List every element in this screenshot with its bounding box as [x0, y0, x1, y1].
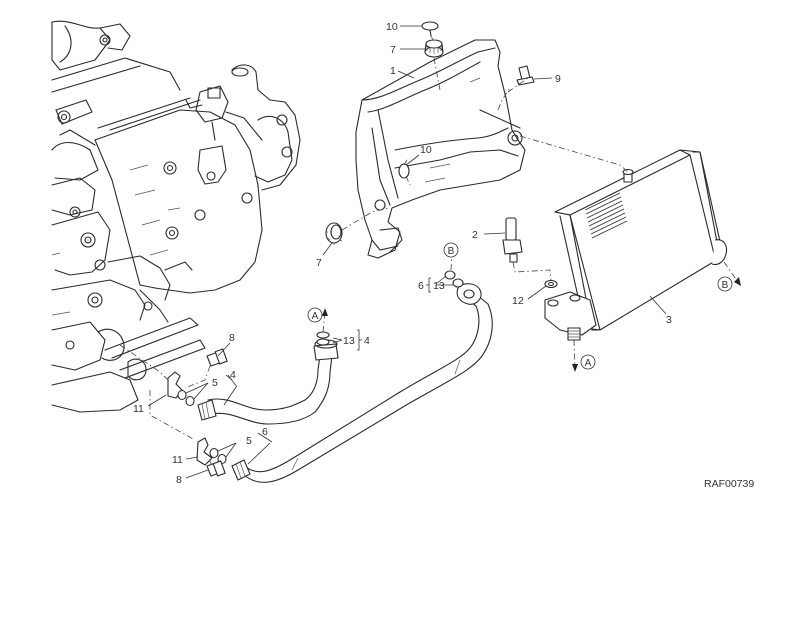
callout-8-lower: 8	[176, 474, 182, 486]
callout-7-left: 7	[316, 257, 322, 269]
bracket-part-1	[355, 39, 526, 259]
connection-marker-a-cooler: A	[580, 354, 596, 370]
svg-text:B: B	[722, 280, 729, 291]
callout-10-mid: 10	[420, 144, 432, 156]
hose-part-6	[231, 283, 493, 483]
screw-part-8-upper	[206, 348, 228, 367]
sensor-part-2	[502, 217, 523, 263]
screw-part-9	[516, 65, 535, 86]
oil-cooler-part-3	[544, 149, 728, 341]
callout-5-upper: 5	[212, 377, 218, 389]
screw-part-8-lower	[206, 460, 226, 477]
callout-3: 3	[666, 314, 672, 326]
connection-marker-a-hose: A	[307, 307, 323, 323]
svg-text:A: A	[312, 311, 319, 322]
callout-13-hose-4: 13	[343, 335, 355, 347]
leader-lines	[147, 25, 667, 479]
connection-marker-b-hose: B	[443, 242, 459, 258]
callout-1: 1	[390, 65, 396, 77]
callout-4: 4	[230, 369, 236, 381]
reference-code: RAF00739	[704, 478, 754, 490]
connection-marker-b-cooler: B	[717, 276, 733, 292]
callout-11-upper: 11	[133, 403, 144, 415]
hose-part-4	[197, 339, 339, 425]
grommet-part-7-top	[424, 39, 444, 58]
svg-text:B: B	[448, 246, 455, 257]
callout-labels: 10 7 1 9 10 7 2 12 3 6 13 13 4 8 4 5 11 …	[133, 21, 672, 486]
callout-6: 6	[262, 426, 268, 438]
washer-part-10-top	[421, 21, 439, 37]
callout-9: 9	[555, 73, 561, 85]
callout-8-upper: 8	[229, 332, 235, 344]
engine-block	[51, 20, 301, 413]
grommet-part-7-left	[325, 222, 343, 245]
seals-part-13-hose-6	[444, 270, 464, 288]
callout-7-top: 7	[390, 44, 396, 56]
callout-2: 2	[472, 229, 478, 241]
callout-5-lower: 5	[246, 435, 252, 447]
callout-12: 12	[512, 295, 524, 307]
retaining-plate-part-11-lower	[196, 437, 213, 466]
washer-part-12	[544, 279, 558, 289]
retaining-plate-part-11-upper	[167, 371, 183, 399]
assembly-lines	[119, 35, 739, 466]
callout-6-group: 6	[418, 280, 424, 292]
callout-11-lower: 11	[172, 454, 183, 466]
seals-part-13-hose-4	[316, 331, 330, 346]
svg-text:A: A	[585, 358, 592, 369]
seals-part-5-upper	[177, 389, 195, 407]
callout-4-group: 4	[364, 335, 370, 347]
callout-13-hose-6: 13	[433, 280, 445, 292]
callout-10-top: 10	[386, 21, 398, 33]
washer-part-10-mid	[398, 163, 410, 179]
